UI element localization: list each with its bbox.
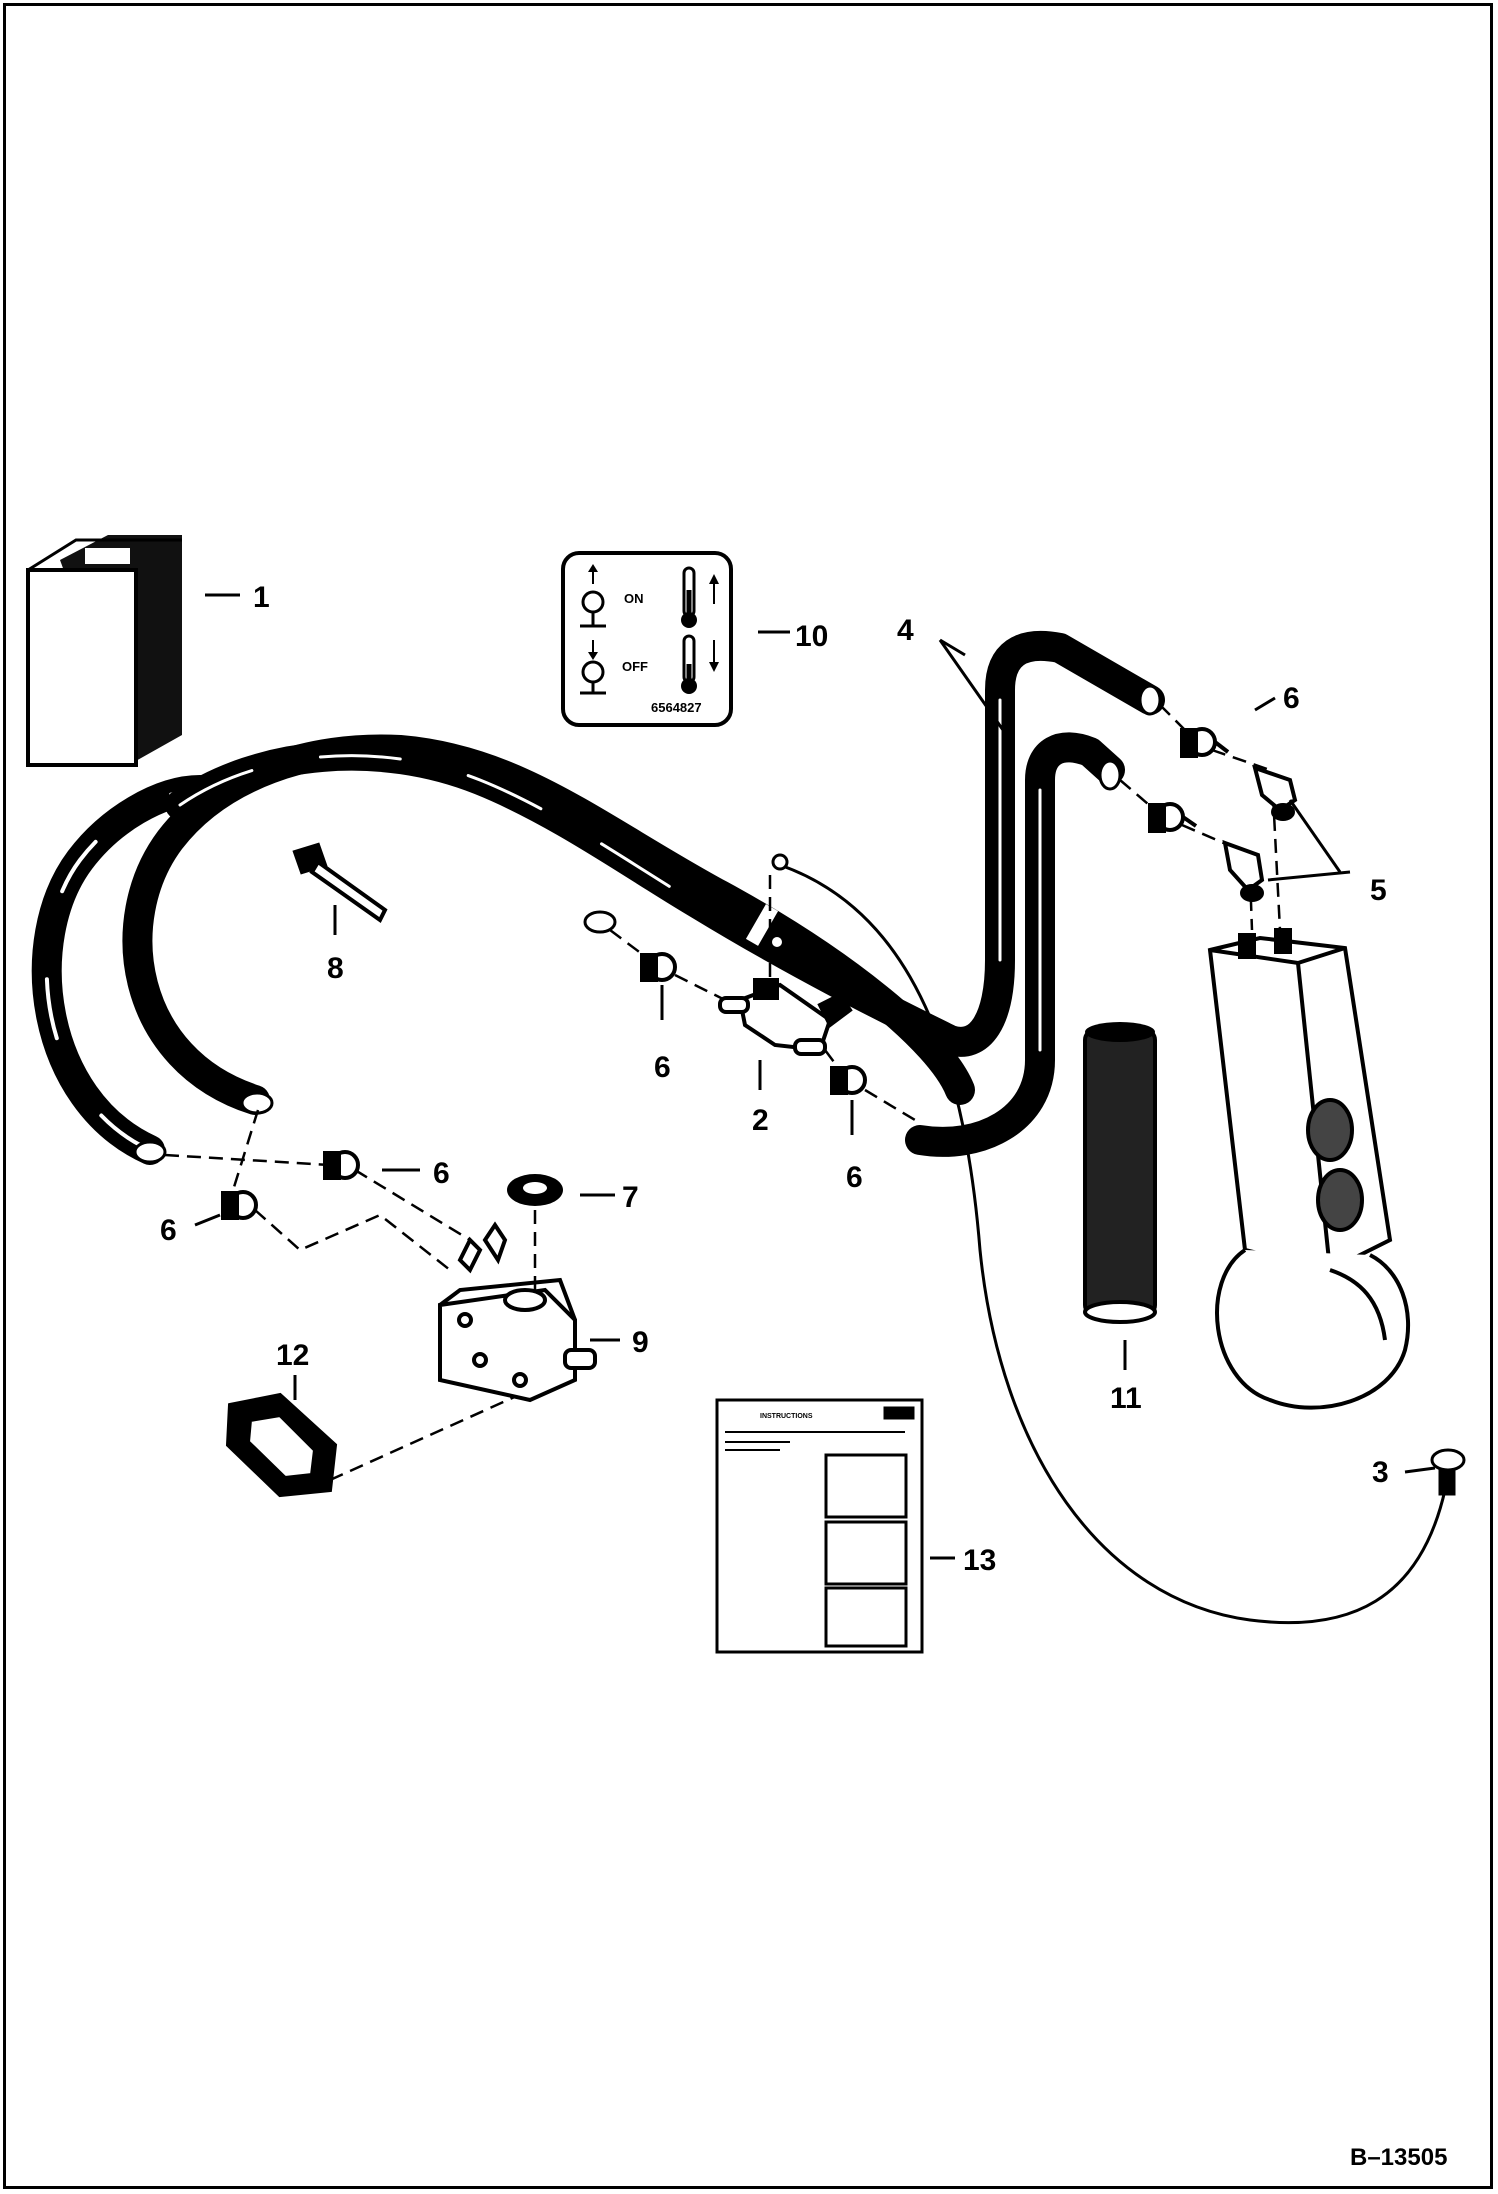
hose-clamps <box>221 727 1230 1220</box>
callout-6-valve: 6 <box>846 1161 863 1194</box>
callout-3: 3 <box>1372 1456 1389 1489</box>
item-10-decal: ON OFF 6564827 <box>561 551 733 727</box>
callout-12: 12 <box>276 1339 309 1372</box>
callout-6-hose: 6 <box>654 1051 671 1084</box>
item-11-filter <box>1083 1022 1157 1324</box>
callout-10: 10 <box>795 620 828 653</box>
instructions-title: INSTRUCTIONS <box>760 1413 813 1420</box>
callout-4: 4 <box>897 614 914 647</box>
drawing-border <box>3 3 1493 2189</box>
item-12-gasket <box>225 1392 338 1498</box>
item-13-instructions: INSTRUCTIONS <box>715 1398 924 1654</box>
callout-6-lower: 6 <box>160 1214 177 1247</box>
item-3-cable <box>771 853 1466 1625</box>
item-5-fittings <box>1222 764 1298 902</box>
callout-13: 13 <box>963 1544 996 1577</box>
callout-2: 2 <box>752 1104 769 1137</box>
item-9-valve-body <box>438 1221 597 1403</box>
item-1-box <box>26 535 182 767</box>
callout-7: 7 <box>622 1181 639 1214</box>
item-7-washer <box>507 1174 563 1206</box>
item-8-tie <box>292 842 388 923</box>
callout-6-top: 6 <box>1283 682 1300 715</box>
hoses <box>31 630 1165 1165</box>
leader-lines <box>194 593 1436 1560</box>
decal-part-number: 6564827 <box>651 700 702 715</box>
callout-8: 8 <box>327 952 344 985</box>
decal-on-label: ON <box>624 591 644 606</box>
drawing-id: B–13505 <box>1350 2144 1447 2171</box>
decal-off-label: OFF <box>622 659 648 674</box>
callout-9: 9 <box>632 1326 649 1359</box>
callout-5: 5 <box>1370 874 1387 907</box>
item-2-valve <box>718 933 853 1056</box>
heater-unit <box>1207 928 1411 1410</box>
callout-6-left: 6 <box>433 1157 450 1190</box>
callout-11: 11 <box>1110 1382 1142 1415</box>
callout-1: 1 <box>253 581 270 614</box>
